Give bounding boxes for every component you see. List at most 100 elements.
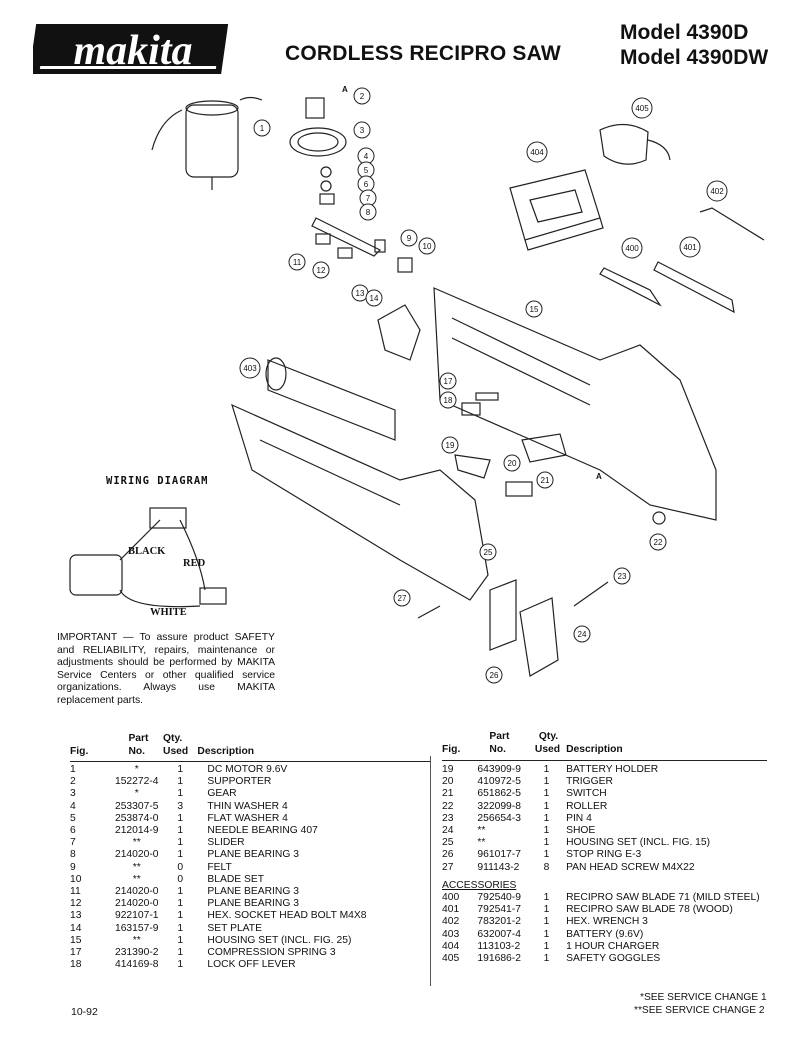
callout-circle bbox=[613, 567, 631, 585]
cell-fig: 404 bbox=[442, 940, 460, 952]
model-name: Model 4390DW bbox=[620, 46, 769, 69]
gear-stack-drawing bbox=[289, 97, 347, 205]
callout-number: 3 bbox=[360, 126, 365, 135]
model-list: Model 4390D Model 4390DW bbox=[620, 20, 768, 70]
callout-number: 25 bbox=[484, 548, 493, 557]
callout-25: 25 bbox=[479, 543, 497, 561]
callout-14: 14 bbox=[365, 289, 383, 307]
cell-fig: 11 bbox=[70, 886, 81, 898]
cell-fig: 17 bbox=[70, 947, 82, 959]
callout-3: 3 bbox=[353, 121, 371, 139]
shoe-drawing bbox=[519, 597, 559, 677]
cell-qty: 1 bbox=[543, 825, 550, 837]
callout-403: 403 bbox=[239, 357, 261, 379]
model-name: Model 4390D bbox=[620, 21, 749, 44]
callout-number: 7 bbox=[366, 194, 371, 203]
callout-number: 402 bbox=[710, 187, 724, 196]
callout-number: 20 bbox=[508, 459, 517, 468]
callout-circle bbox=[418, 237, 436, 255]
callout-circle bbox=[312, 261, 330, 279]
cell-desc: SLIDER bbox=[207, 837, 245, 849]
cell-part: 414169-8 bbox=[114, 959, 159, 971]
callout-circle bbox=[573, 625, 591, 643]
cell-qty: 8 bbox=[543, 861, 550, 873]
wiring-diagram-title: WIRING DIAGRAM bbox=[106, 475, 209, 487]
important-notice: IMPORTANT — To assure product SAFETY and… bbox=[57, 632, 275, 706]
cell-fig: 26 bbox=[442, 849, 454, 861]
cell-fig: 2 bbox=[70, 776, 76, 788]
service-change-2: **SEE SERVICE CHANGE 2 bbox=[634, 1004, 765, 1016]
callout-24: 24 bbox=[573, 625, 591, 643]
column-divider bbox=[430, 756, 431, 986]
cell-desc: ROLLER bbox=[566, 800, 608, 812]
callout-402: 402 bbox=[706, 180, 728, 202]
callout-9: 9 bbox=[400, 229, 418, 247]
cell-part: 214020-0 bbox=[114, 898, 159, 910]
callout-23: 23 bbox=[613, 567, 631, 585]
cell-desc: NEEDLE BEARING 407 bbox=[207, 825, 318, 837]
cell-fig: 22 bbox=[442, 800, 454, 812]
cell-part: 922107-1 bbox=[114, 910, 159, 922]
callout-circle bbox=[441, 436, 459, 454]
callout-number: 403 bbox=[243, 364, 257, 373]
trigger-drawing bbox=[521, 433, 567, 463]
cell-fig: 24 bbox=[442, 825, 454, 837]
cell-qty: 1 bbox=[177, 849, 184, 861]
callout-number: 404 bbox=[530, 148, 544, 157]
cell-fig: 6 bbox=[70, 825, 76, 837]
cell-desc: SUPPORTER bbox=[207, 776, 272, 788]
cell-part: 256654-3 bbox=[477, 812, 521, 824]
cell-desc: BATTERY (9.6V) bbox=[566, 928, 644, 940]
callout-number: 12 bbox=[317, 266, 326, 275]
callout-number: 10 bbox=[423, 242, 432, 251]
cell-fig: 12 bbox=[70, 898, 82, 910]
callout-21: 21 bbox=[536, 471, 554, 489]
cell-part: * bbox=[134, 764, 139, 775]
callout-number: 18 bbox=[444, 396, 453, 405]
header-qty: Qty. bbox=[163, 733, 183, 744]
cell-part: 231390-2 bbox=[114, 947, 159, 959]
callout-number: 401 bbox=[683, 243, 697, 252]
cell-qty: 1 bbox=[177, 947, 184, 959]
cell-qty: 0 bbox=[177, 873, 184, 885]
callout-number: 23 bbox=[618, 572, 627, 581]
callout-circle bbox=[359, 203, 377, 221]
callout-circle bbox=[439, 391, 457, 409]
set-plate-drawing bbox=[377, 304, 421, 361]
cell-fig: 18 bbox=[70, 959, 82, 971]
cell-part: 792540-9 bbox=[477, 892, 521, 904]
housing-half-drawing bbox=[433, 287, 717, 521]
cell-fig: 27 bbox=[442, 861, 454, 873]
header-part-no: No. bbox=[128, 745, 146, 757]
cell-fig: 401 bbox=[442, 904, 460, 916]
wire-label-red: RED bbox=[183, 558, 206, 569]
callout-number: 17 bbox=[444, 377, 453, 386]
cell-fig: 13 bbox=[70, 910, 82, 922]
callout-6: 6 bbox=[357, 175, 375, 193]
cell-qty: 1 bbox=[177, 898, 184, 910]
makita-logo: makita bbox=[33, 24, 229, 74]
cell-part: * bbox=[134, 788, 139, 800]
lock-off-lever-drawing bbox=[461, 402, 481, 416]
cell-part: ** bbox=[477, 825, 486, 837]
cell-part: 253874-0 bbox=[114, 812, 159, 824]
cell-part: 152272-4 bbox=[114, 776, 159, 788]
header-qty: Qty. bbox=[538, 731, 559, 742]
callout-circle bbox=[706, 180, 728, 202]
marker-a: A bbox=[342, 85, 348, 94]
cell-qty: 1 bbox=[543, 764, 550, 775]
